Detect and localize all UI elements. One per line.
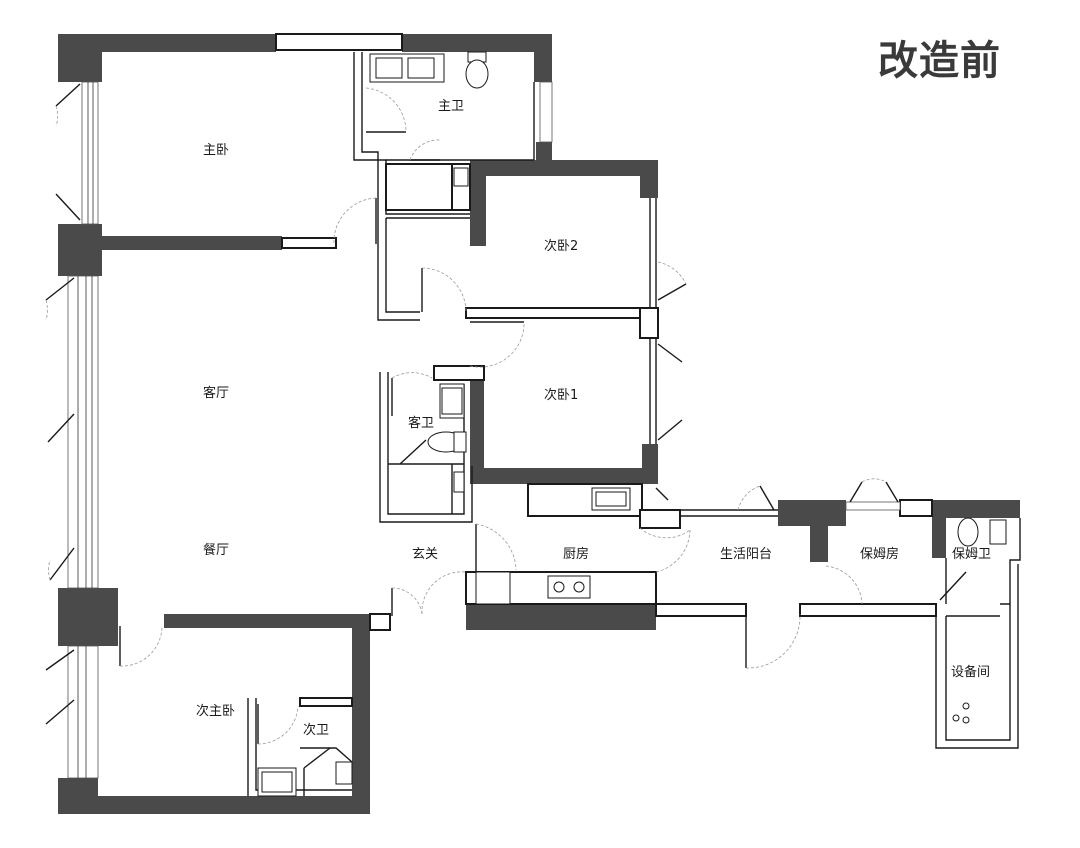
room-labels: 主卧 主卫 次卧2 客厅 次卧1 客卫 餐厅 玄关 厨房 生活阳台 保姆房 保姆…	[196, 99, 991, 738]
room-label-master-bedroom: 主卧	[203, 143, 229, 158]
room-label-dining-room: 餐厅	[203, 542, 229, 558]
room-label-second-master-bedroom: 次主卧	[196, 703, 235, 719]
windows	[67, 81, 901, 779]
room-label-guest-bath: 客卫	[408, 415, 434, 431]
plan-title: 改造前	[878, 37, 1001, 84]
room-label-second-bedroom-2: 次卧2	[544, 238, 578, 254]
room-label-equipment-room: 设备间	[951, 664, 990, 680]
door-swings	[45, 83, 967, 745]
room-label-kitchen: 厨房	[563, 546, 589, 562]
room-label-master-bath: 主卫	[438, 99, 464, 114]
room-label-foyer: 玄关	[412, 547, 438, 562]
room-label-living-room: 客厅	[203, 385, 229, 401]
room-label-nanny-bath: 保姆卫	[952, 547, 991, 562]
room-label-nanny-room: 保姆房	[860, 546, 899, 562]
room-label-utility-balcony: 生活阳台	[720, 547, 772, 562]
load-bearing-walls	[58, 34, 1020, 814]
fixtures	[257, 51, 1007, 797]
room-label-second-bedroom-1: 次卧1	[544, 387, 578, 403]
room-label-second-bath: 次卫	[303, 722, 329, 738]
